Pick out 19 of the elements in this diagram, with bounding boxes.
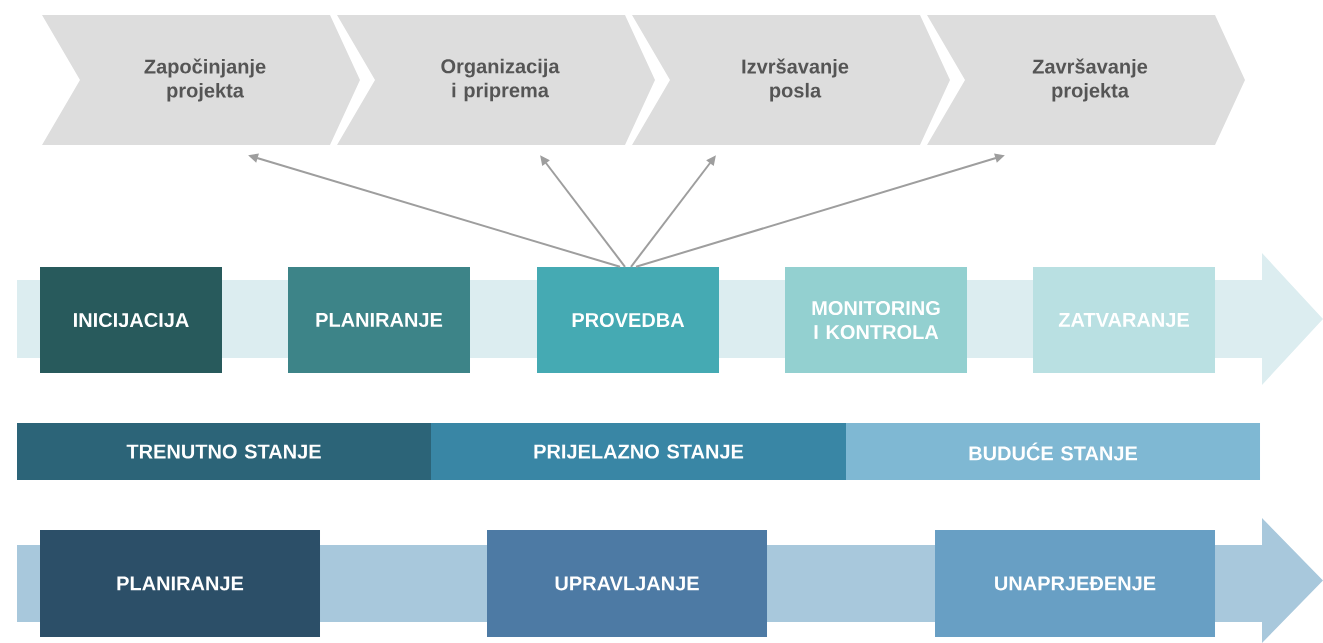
chevron-step: Završavanje projekta [927, 15, 1245, 145]
phase-box: UNAPRJEĐENJE [935, 530, 1215, 637]
phase-box: PROVEDBA [537, 267, 719, 373]
node-label: Izvršavanje posla [742, 58, 849, 102]
state-band: TRENUTNO STANJE [17, 423, 431, 480]
phase-box: PLANIRANJE [288, 267, 470, 373]
node-label: Organizacija i priprema [441, 58, 560, 102]
state-band: BUDUĆE STANJE [846, 423, 1260, 480]
chevron-step: Izvršavanje posla [632, 15, 950, 145]
phase-box: UPRAVLJANJE [487, 530, 767, 637]
chevron-step: Organizacija i priprema [337, 15, 655, 145]
node-label: Završavanje projekta [1032, 58, 1148, 102]
chevron-step: Započinjanje projekta [42, 15, 360, 145]
state-band: PRIJELAZNO STANJE [431, 423, 846, 480]
phase-box: MONITORING I KONTROLA [785, 267, 967, 373]
node-label: Započinjanje projekta [144, 58, 266, 102]
phase-box: ZATVARANJE [1033, 267, 1215, 373]
phase-box: PLANIRANJE [40, 530, 320, 637]
phase-box: INICIJACIJA [40, 267, 222, 373]
